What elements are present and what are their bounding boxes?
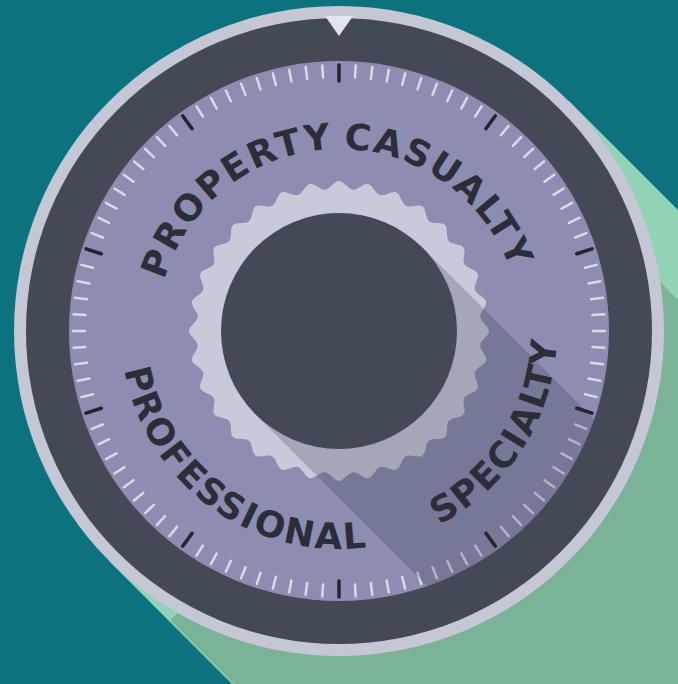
tick-mark xyxy=(226,561,231,572)
tick-mark xyxy=(501,126,509,135)
tick-mark xyxy=(524,149,533,157)
tick-mark xyxy=(75,298,87,300)
tick-mark xyxy=(569,218,580,223)
tick-mark xyxy=(387,70,389,82)
tick-mark xyxy=(402,577,405,589)
tick-mark xyxy=(321,66,324,78)
tick-mark xyxy=(273,73,276,85)
tick-mark xyxy=(241,567,245,578)
tick-mark xyxy=(73,330,85,333)
tick-mark xyxy=(78,379,90,381)
dial-label: SPECIALTY xyxy=(422,336,565,532)
tick-mark xyxy=(196,106,202,116)
tick-mark xyxy=(577,249,592,254)
tick-mark xyxy=(306,67,308,79)
tick-mark xyxy=(321,584,324,596)
tick-mark xyxy=(157,137,165,146)
tick-mark xyxy=(575,233,586,237)
tick-mark xyxy=(513,137,521,146)
tick-mark xyxy=(486,116,495,129)
tick-mark xyxy=(591,363,603,365)
tick-mark xyxy=(157,516,165,525)
tick-mark xyxy=(592,346,604,349)
center-knob xyxy=(221,213,457,449)
tick-mark xyxy=(553,188,563,194)
tick-mark xyxy=(226,90,231,101)
tick-mark xyxy=(86,249,101,254)
tick-mark xyxy=(257,78,261,89)
pointer-triangle xyxy=(325,16,353,36)
tick-mark xyxy=(114,188,124,194)
tick-mark xyxy=(306,583,308,595)
tick-mark xyxy=(562,203,573,209)
tick-mark xyxy=(273,577,276,589)
tick-mark xyxy=(183,533,192,546)
tick-mark xyxy=(585,394,597,397)
tick-mark xyxy=(98,439,109,444)
tick-mark xyxy=(402,73,405,85)
dark-ring xyxy=(26,18,652,644)
tick-mark xyxy=(371,67,373,79)
dial-node: PROPERTYCASUALTY PROFESSIONAL SPECIALTY xyxy=(14,6,664,656)
tick-mark xyxy=(591,298,603,300)
tick-mark xyxy=(289,70,291,82)
tick-mark xyxy=(74,313,86,316)
tick-mark xyxy=(124,175,134,182)
tick-mark xyxy=(211,554,217,565)
tick-mark xyxy=(81,394,93,397)
tick-mark xyxy=(257,573,261,584)
tick-mark xyxy=(387,581,389,593)
tick-mark xyxy=(447,90,452,101)
tick-mark xyxy=(211,98,217,109)
tick-mark xyxy=(75,363,87,365)
dial-label: CASUALTY xyxy=(343,116,542,274)
tick-mark xyxy=(106,203,117,209)
tick-mark xyxy=(92,425,103,429)
tick-mark xyxy=(544,175,554,182)
tick-mark xyxy=(535,161,544,169)
dial-label: PROPERTY xyxy=(133,116,334,283)
dial-svg: PROPERTYCASUALTY PROFESSIONAL SPECIALTY xyxy=(14,6,664,656)
tick-mark xyxy=(196,545,202,555)
tick-mark xyxy=(337,581,341,597)
tick-mark xyxy=(86,408,101,413)
tick-mark xyxy=(134,161,143,169)
tick-mark xyxy=(371,583,373,595)
tick-mark xyxy=(78,281,90,283)
tick-mark xyxy=(461,98,467,109)
tick-mark xyxy=(106,453,117,459)
tick-mark xyxy=(81,265,93,268)
tick-mark xyxy=(589,379,601,381)
tick-mark xyxy=(475,106,481,116)
tick-mark xyxy=(98,218,109,223)
tick-mark xyxy=(134,493,143,501)
tick-mark xyxy=(145,505,154,513)
tick-mark xyxy=(289,581,291,593)
tick-mark xyxy=(417,78,421,89)
tick-mark xyxy=(354,584,357,596)
tick-mark xyxy=(114,467,124,473)
tick-mark xyxy=(183,116,192,129)
tick-mark xyxy=(593,330,605,333)
tick-mark xyxy=(592,313,604,316)
tick-mark xyxy=(92,233,103,237)
tick-mark xyxy=(337,65,341,81)
tick-mark xyxy=(169,527,177,536)
tick-mark xyxy=(169,126,177,135)
tick-mark xyxy=(124,480,134,487)
tick-mark xyxy=(241,84,245,95)
tick-mark xyxy=(354,66,357,78)
tick-mark xyxy=(145,149,154,157)
outer-rim xyxy=(14,6,664,656)
dial-label: PROFESSIONAL xyxy=(116,362,369,558)
tick-mark xyxy=(585,265,597,268)
dial-labels: PROPERTYCASUALTY PROFESSIONAL SPECIALTY xyxy=(116,116,565,558)
tick-mark xyxy=(433,84,437,95)
tick-mark xyxy=(589,281,601,283)
tick-mark xyxy=(74,346,86,349)
